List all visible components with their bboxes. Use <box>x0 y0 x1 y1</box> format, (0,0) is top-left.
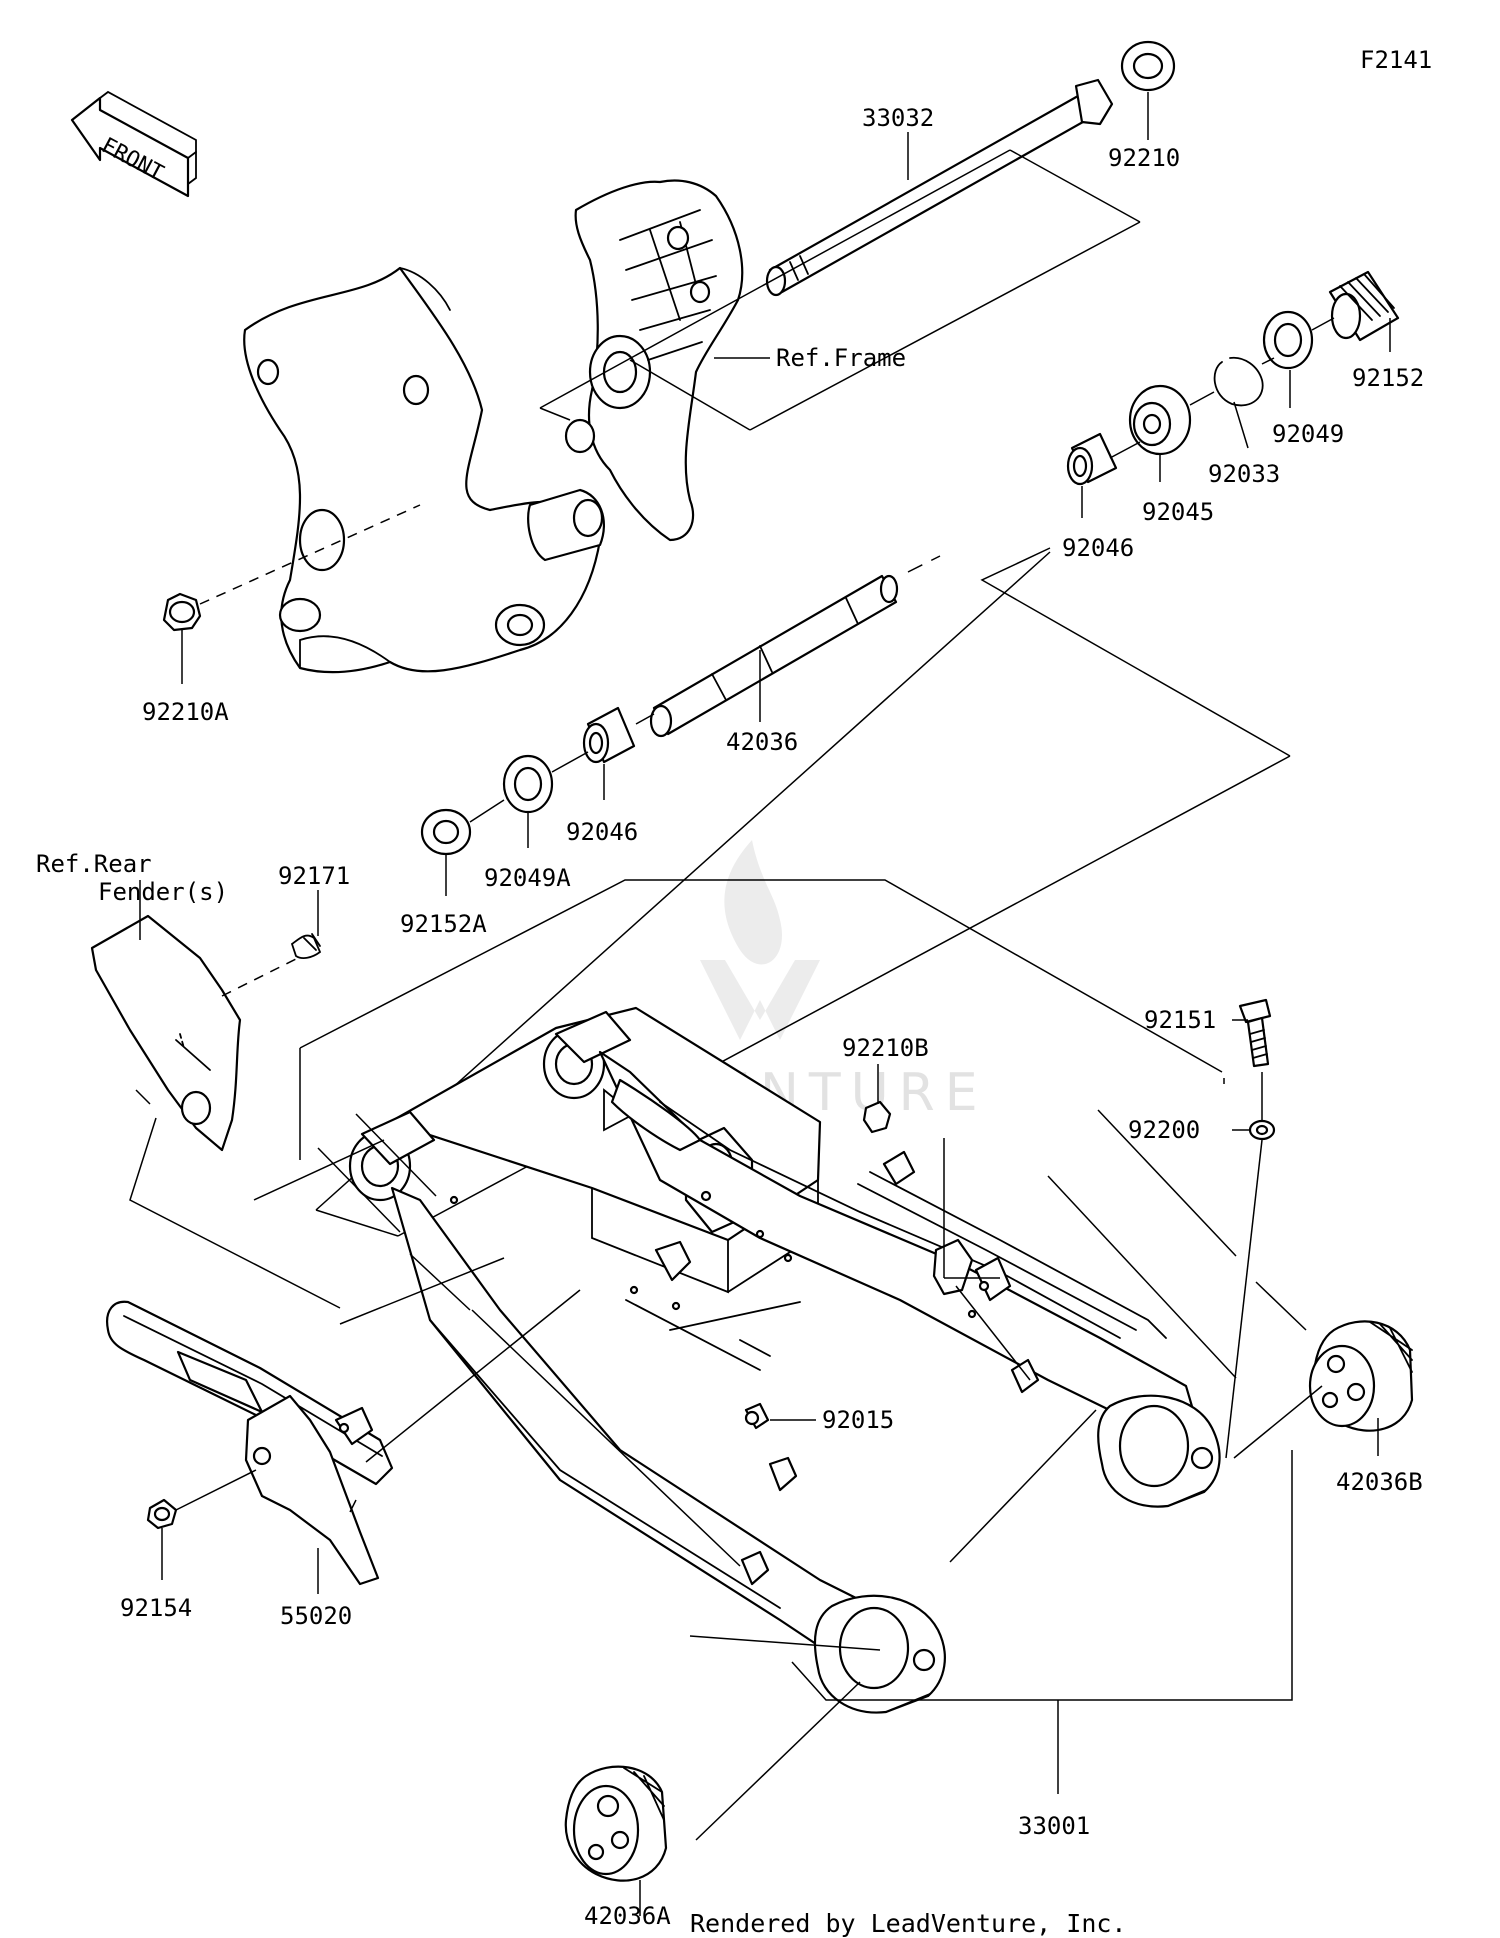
label-92200: 92200 <box>1128 1116 1200 1144</box>
frame-reference-box <box>539 149 1141 431</box>
nut-92210B <box>862 1100 892 1134</box>
bracket-33001 <box>791 1450 1293 1701</box>
label-fenders: Fender(s) <box>98 878 228 906</box>
label-92045: 92045 <box>1142 498 1214 526</box>
front-arrow-icon: FRONT <box>70 90 197 198</box>
label-92046-bottom: 92046 <box>566 818 638 846</box>
label-ref-rear: Ref.Rear <box>36 850 152 878</box>
needle-bearing-92046-bottom <box>582 706 636 764</box>
clip-92171 <box>290 933 322 959</box>
frame-right-piece <box>564 179 744 542</box>
label-92049A: 92049A <box>484 864 571 892</box>
pivot-shaft-33032 <box>765 78 1114 297</box>
label-92033: 92033 <box>1208 460 1280 488</box>
label-92154: 92154 <box>120 1594 192 1622</box>
nut-92210 <box>1120 40 1176 92</box>
oil-seal-92049A <box>502 754 554 814</box>
washer-92200 <box>1248 1119 1276 1141</box>
nut-92210A <box>162 592 202 632</box>
oil-seal-92049 <box>1262 310 1314 370</box>
collar-42036A <box>564 1765 668 1882</box>
label-92152: 92152 <box>1352 364 1424 392</box>
screw-92015 <box>744 1402 770 1430</box>
label-92151: 92151 <box>1144 1006 1216 1034</box>
label-42036: 42036 <box>726 728 798 756</box>
label-92210A: 92210A <box>142 698 229 726</box>
label-92152A: 92152A <box>400 910 487 938</box>
swingarm-33001 <box>348 1006 1221 1714</box>
collar-42036B <box>1308 1320 1414 1432</box>
footer-credit: Rendered by LeadVenture, Inc. <box>690 1909 1127 1938</box>
diagram-code: F2141 <box>1360 46 1432 74</box>
label-92015: 92015 <box>822 1406 894 1434</box>
label-42036A: 42036A <box>584 1902 671 1930</box>
label-92210B: 92210B <box>842 1034 929 1062</box>
needle-bearing-92046-top <box>1066 432 1118 486</box>
label-92049: 92049 <box>1272 420 1344 448</box>
label-55020: 55020 <box>280 1602 352 1630</box>
frame-left-piece <box>243 266 605 674</box>
label-ref-frame: Ref.Frame <box>776 344 906 372</box>
label-leaders <box>139 92 1391 1916</box>
assembly-lines <box>129 1072 1323 1841</box>
label-42036B: 42036B <box>1336 1468 1423 1496</box>
circlip-92033 <box>1213 356 1264 407</box>
dust-seal-92152 <box>1328 270 1400 342</box>
label-92210: 92210 <box>1108 144 1180 172</box>
rear-fender-reference <box>90 914 242 1152</box>
label-92046-top: 92046 <box>1062 534 1134 562</box>
label-33032: 33032 <box>862 104 934 132</box>
ball-bearing-92045 <box>1128 384 1192 456</box>
dust-seal-92152A <box>420 808 472 856</box>
chain-guard-55020 <box>106 1300 394 1586</box>
swingarm-reference-box <box>299 879 1225 1160</box>
label-33001: 33001 <box>1018 1812 1090 1840</box>
bolt-92151 <box>1238 998 1272 1068</box>
label-92171: 92171 <box>278 862 350 890</box>
bolt-92154 <box>146 1498 178 1530</box>
collar-42036 <box>649 574 899 738</box>
